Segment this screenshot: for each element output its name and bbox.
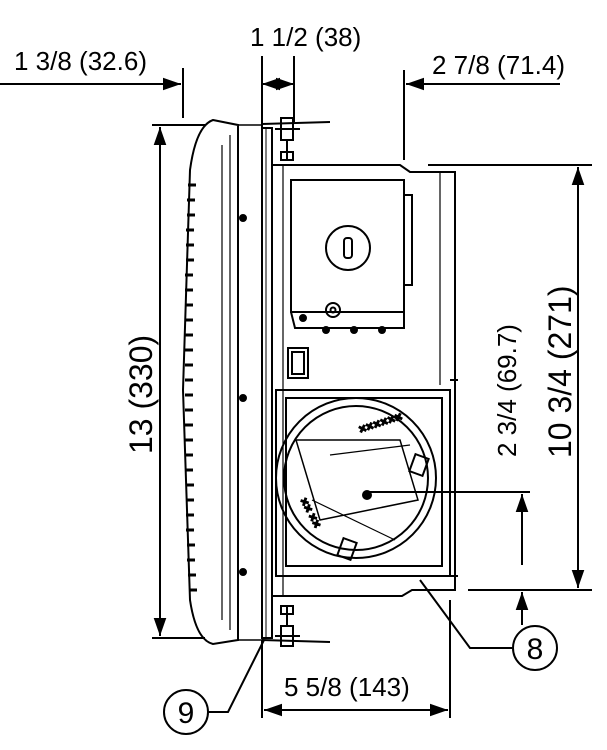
callout-8-label: 8	[527, 633, 544, 666]
dim-housing-height	[428, 164, 592, 591]
dim-rear-offset	[403, 70, 560, 160]
callout-9-circle	[163, 689, 209, 735]
duct-adapter: ✕✕✕✕✕✕ ✕✕ ✕✕	[275, 379, 458, 577]
dim-flange-depth-label: 1 1/2 (38)	[250, 22, 361, 52]
dim-flange-depth	[261, 56, 295, 122]
callout-9-leader	[208, 639, 265, 713]
dim-duct-center-height-label: 2 3/4 (69.7)	[492, 324, 522, 457]
dim-rear-offset-label: 2 7/8 (71.4)	[432, 50, 565, 80]
dim-overall-height-label: 13 (330)	[123, 335, 159, 454]
callout-8-leader	[419, 579, 512, 649]
callout-8-circle	[512, 625, 558, 671]
dim-overall-height	[152, 124, 205, 639]
dim-housing-height-label: 10 3/4 (271)	[542, 285, 578, 458]
svg-text:✕✕✕✕✕✕: ✕✕✕✕✕✕	[358, 411, 404, 434]
grille	[181, 118, 262, 646]
dim-housing-depth-label: 5 5/8 (143)	[284, 672, 410, 702]
dim-front-offset-label: 1 3/8 (32.6)	[14, 46, 147, 76]
dim-duct-center-height	[367, 491, 530, 625]
mounting-screw-bottom	[275, 605, 300, 647]
mounting-screw-top	[275, 117, 300, 161]
dim-front-offset	[0, 68, 184, 118]
grille-louvers	[185, 183, 197, 592]
motor-box	[287, 179, 413, 379]
callout-9-label: 9	[178, 697, 195, 730]
mounting-flange	[261, 120, 331, 643]
